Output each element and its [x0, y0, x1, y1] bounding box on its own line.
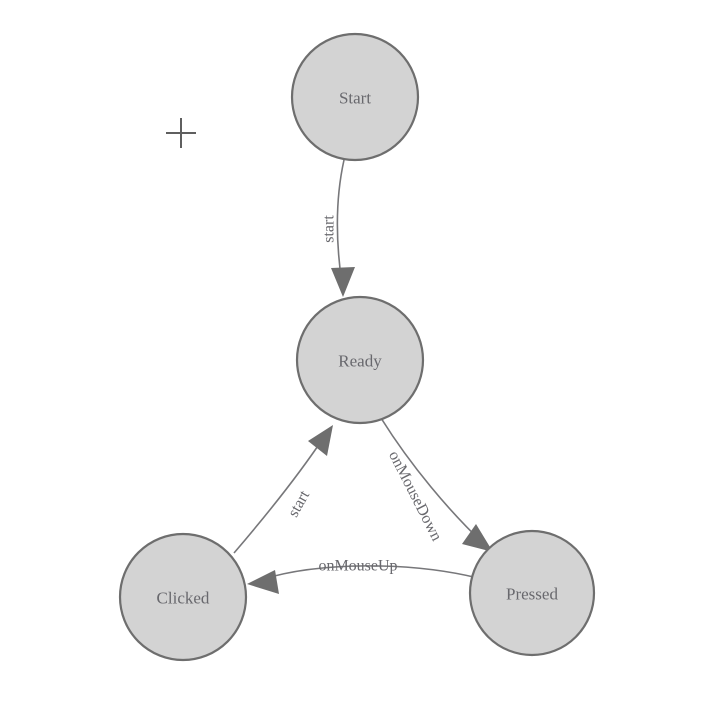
edge-pressed-to-clicked[interactable]: onMouseUp — [247, 558, 479, 595]
arrowhead-into-clicked — [247, 570, 279, 594]
node-circle-ready[interactable] — [295, 295, 425, 425]
node-label-ready: Ready — [338, 352, 382, 371]
arrowhead-into-ready-from-clicked — [308, 425, 333, 456]
edge-label-onmouseup: onMouseUp — [318, 558, 397, 575]
node-label-pressed: Pressed — [506, 585, 558, 604]
edge-path-clicked-to-ready[interactable] — [233, 436, 325, 554]
edge-label-start-2: start — [285, 487, 313, 520]
edge-clicked-to-ready[interactable]: start — [233, 425, 333, 554]
edge-path-pressed-to-clicked[interactable] — [259, 565, 479, 581]
arrowhead-into-ready-from-start — [331, 267, 355, 297]
node-label-clicked: Clicked — [157, 589, 210, 608]
node-circle-clicked[interactable] — [118, 532, 248, 662]
node-clicked[interactable]: Clicked — [118, 532, 248, 662]
node-circle-start[interactable] — [290, 32, 420, 162]
arrowhead-into-pressed — [462, 524, 493, 552]
node-circle-pressed[interactable] — [468, 529, 596, 657]
node-start[interactable]: Start — [290, 32, 420, 162]
edge-path-start-to-ready[interactable] — [336, 159, 345, 285]
edge-label-onmousedown: onMouseDown — [385, 448, 445, 544]
edge-ready-to-pressed[interactable]: onMouseDown — [380, 417, 493, 552]
node-label-start: Start — [339, 89, 371, 108]
node-ready[interactable]: Ready — [295, 295, 425, 425]
crosshair-icon[interactable] — [166, 118, 196, 148]
edge-label-start: start — [321, 215, 338, 243]
node-pressed[interactable]: Pressed — [468, 529, 596, 657]
edge-start-to-ready[interactable]: start — [321, 159, 356, 297]
